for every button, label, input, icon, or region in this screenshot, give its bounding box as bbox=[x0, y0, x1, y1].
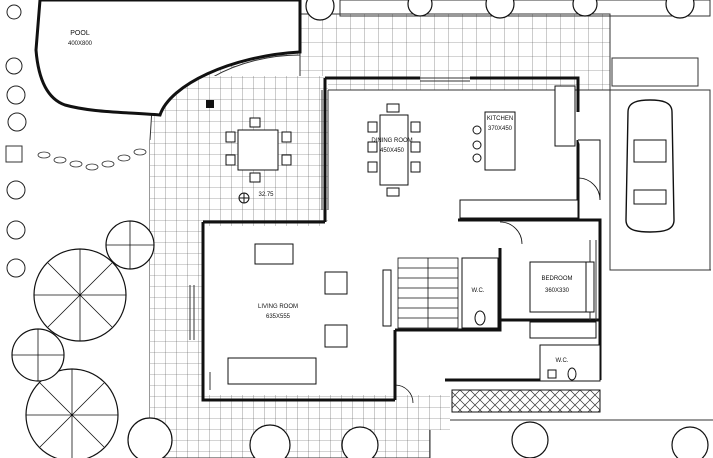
living-room-size: 635X555 bbox=[266, 314, 291, 320]
living-furniture bbox=[227, 243, 392, 385]
kitchen-size: 370X450 bbox=[488, 126, 513, 132]
bedroom-label: BEDROOM bbox=[541, 276, 572, 282]
terrace-table bbox=[225, 117, 292, 183]
bedroom-size: 360X330 bbox=[545, 288, 570, 294]
pool-label: POOL bbox=[70, 30, 90, 37]
pool-outline bbox=[34, 0, 302, 117]
dining-table bbox=[367, 103, 421, 197]
kitchen-fittings bbox=[459, 85, 601, 219]
kitchen-label: KITCHEN bbox=[487, 116, 513, 122]
shrubs bbox=[5, 4, 27, 278]
dining-room-size: 450X450 bbox=[380, 148, 405, 154]
wc-1-label: W.C. bbox=[472, 288, 485, 294]
wc-2-label: W.C. bbox=[556, 358, 569, 364]
garden-lamp bbox=[5, 145, 23, 163]
terrace-lamp bbox=[206, 100, 214, 108]
top-garden-strip bbox=[339, 0, 711, 17]
car-icon bbox=[625, 99, 675, 233]
staircase bbox=[397, 257, 459, 329]
dining-room-label: DINING ROOM bbox=[371, 138, 412, 144]
bed bbox=[529, 261, 595, 313]
level-annotation: 32.75 bbox=[258, 192, 274, 198]
stepping-stones bbox=[37, 148, 147, 171]
living-room-label: LIVING ROOM bbox=[258, 304, 298, 310]
garden-bench bbox=[611, 57, 699, 87]
hatched-wall bbox=[451, 389, 601, 413]
pool-size: 400X800 bbox=[68, 41, 93, 47]
paved-terrace-left bbox=[150, 140, 202, 430]
wardrobe bbox=[529, 321, 597, 339]
